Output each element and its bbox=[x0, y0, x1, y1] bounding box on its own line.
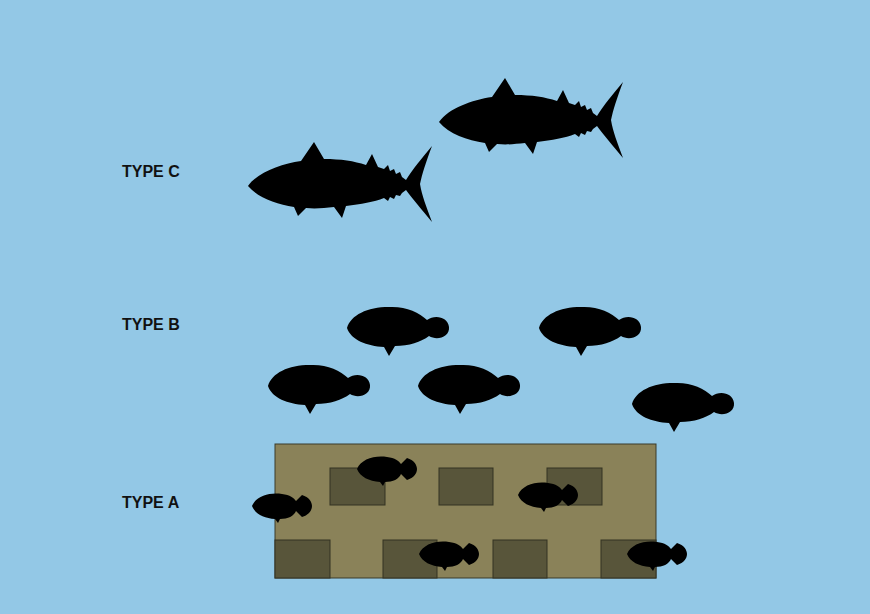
tuna-fish bbox=[248, 78, 623, 222]
damsel-fish bbox=[252, 457, 687, 572]
type-label: TYPE B bbox=[122, 315, 180, 335]
type-label: TYPE A bbox=[122, 493, 179, 513]
bass-fish bbox=[268, 307, 734, 432]
reef-structure bbox=[275, 444, 656, 578]
type-label: TYPE C bbox=[122, 162, 180, 182]
